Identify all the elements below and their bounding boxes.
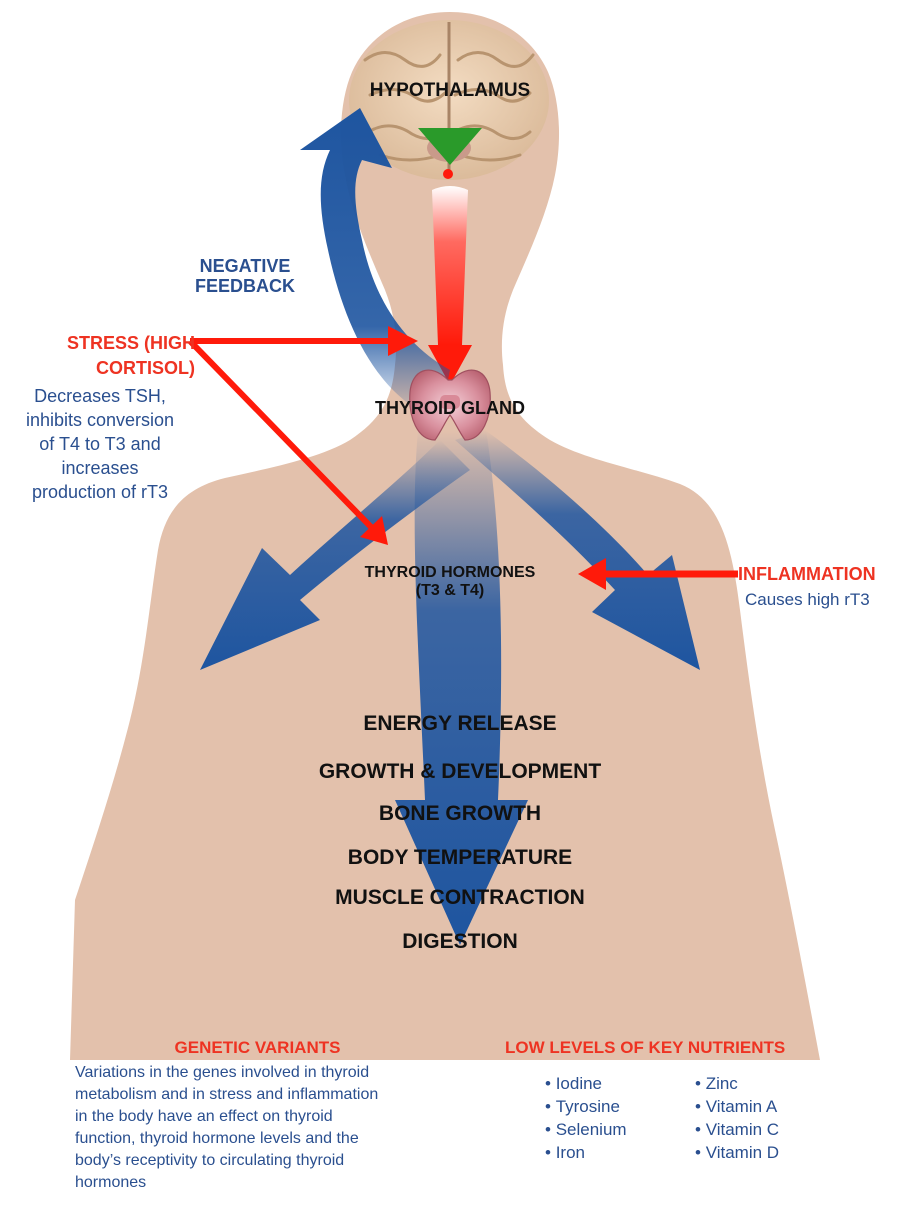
- nutrients-title: LOW LEVELS OF KEY NUTRIENTS: [505, 1038, 865, 1058]
- genetic-line-6: hormones: [75, 1172, 440, 1194]
- stress-desc-line-5: production of rT3: [0, 480, 200, 504]
- stress-desc-line-3: of T4 to T3 and: [0, 432, 200, 456]
- stress-title-line-1: STRESS (HIGH: [10, 331, 195, 356]
- effect-digestion: DIGESTION: [250, 930, 670, 954]
- thyroid-hormones-subtitle: (T3 & T4): [300, 582, 600, 600]
- negative-feedback-line-1: NEGATIVE: [175, 256, 315, 276]
- genetic-line-2: metabolism and in stress and inflammatio…: [75, 1084, 440, 1106]
- stress-desc-line-1: Decreases TSH,: [0, 384, 200, 408]
- effect-growth-development: GROWTH & DEVELOPMENT: [250, 760, 670, 784]
- thyroid-hormones-title: THYROID HORMONES: [300, 564, 600, 582]
- nutrients-list-right: Zinc Vitamin A Vitamin C Vitamin D: [695, 1072, 779, 1164]
- effect-energy-release: ENERGY RELEASE: [250, 712, 670, 736]
- nutrient-item: Iodine: [545, 1072, 627, 1095]
- inflammation-description: Causes high rT3: [745, 590, 901, 610]
- stress-title: STRESS (HIGH CORTISOL): [10, 331, 195, 381]
- stress-title-line-2: CORTISOL): [10, 356, 195, 381]
- genetic-variants-title: GENETIC VARIANTS: [75, 1038, 440, 1058]
- stress-description: Decreases TSH, inhibits conversion of T4…: [0, 384, 200, 504]
- genetic-line-4: function, thyroid hormone levels and the: [75, 1128, 440, 1150]
- hypothalamus-dot: [443, 169, 453, 179]
- nutrient-item: Tyrosine: [545, 1095, 627, 1118]
- negative-feedback-label: NEGATIVE FEEDBACK: [175, 256, 315, 296]
- effect-muscle-contraction: MUSCLE CONTRACTION: [250, 886, 670, 910]
- nutrient-item: Vitamin C: [695, 1118, 779, 1141]
- hypothalamus-label: HYPOTHALAMUS: [330, 80, 570, 102]
- nutrient-item: Zinc: [695, 1072, 779, 1095]
- negative-feedback-line-2: FEEDBACK: [175, 276, 315, 296]
- stress-desc-line-2: inhibits conversion: [0, 408, 200, 432]
- effect-body-temperature: BODY TEMPERATURE: [250, 846, 670, 870]
- stress-desc-line-4: increases: [0, 456, 200, 480]
- effect-bone-growth: BONE GROWTH: [250, 802, 670, 826]
- inflammation-title: INFLAMMATION: [738, 564, 898, 585]
- thyroid-gland-label: THYROID GLAND: [330, 398, 570, 419]
- genetic-line-3: in the body have an effect on thyroid: [75, 1106, 440, 1128]
- genetic-line-1: Variations in the genes involved in thyr…: [75, 1062, 440, 1084]
- nutrient-item: Vitamin A: [695, 1095, 779, 1118]
- nutrients-list-left: Iodine Tyrosine Selenium Iron: [545, 1072, 627, 1164]
- nutrient-item: Selenium: [545, 1118, 627, 1141]
- genetic-variants-text: Variations in the genes involved in thyr…: [75, 1062, 440, 1194]
- nutrient-item: Iron: [545, 1141, 627, 1164]
- nutrient-item: Vitamin D: [695, 1141, 779, 1164]
- thyroid-hormones-label: THYROID HORMONES (T3 & T4): [300, 564, 600, 600]
- genetic-line-5: body’s receptivity to circulating thyroi…: [75, 1150, 440, 1172]
